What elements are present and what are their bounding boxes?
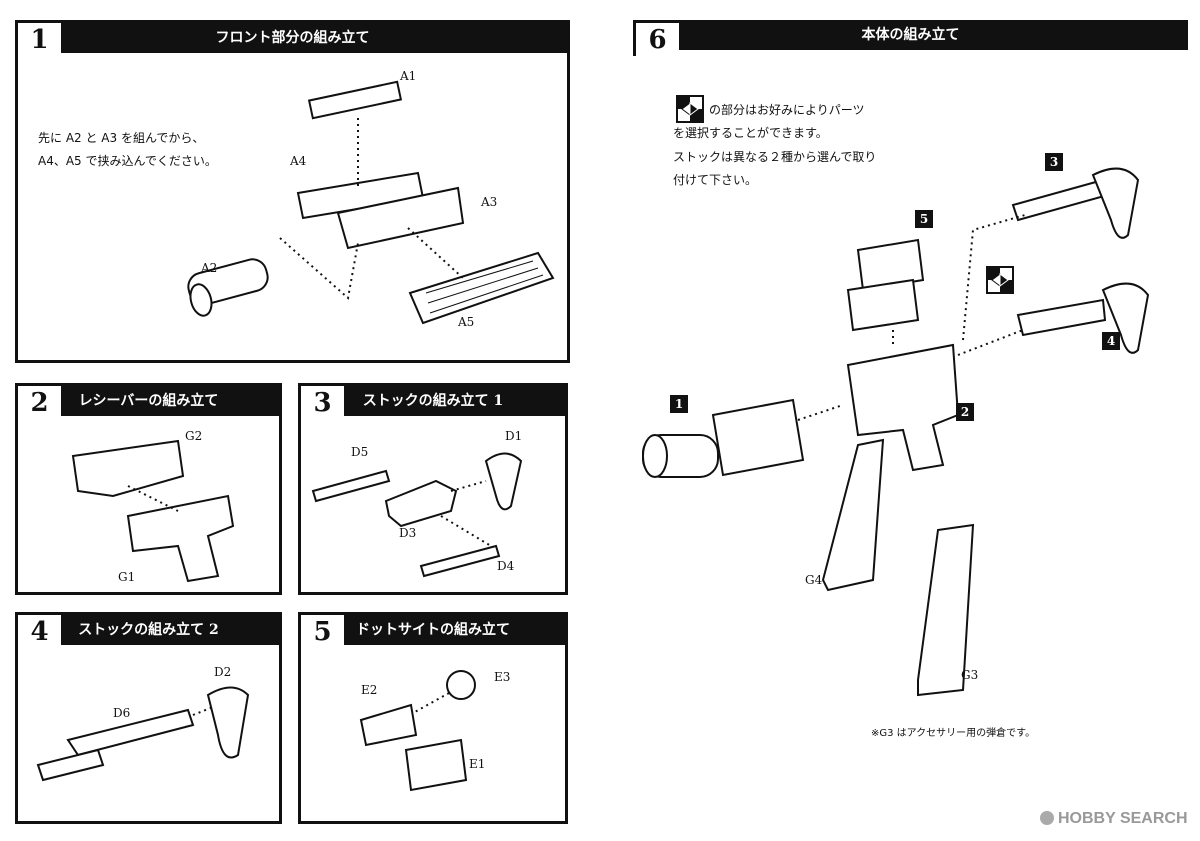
panel-front-assembly: フロント部分の組み立て 1 先に A2 と A3 を組んでから、 A4、A5 で… — [15, 20, 570, 363]
panel-title: フロント部分の組み立て — [18, 23, 567, 53]
body-assembly-diagram — [642, 167, 1150, 697]
step-number: 5 — [298, 612, 344, 648]
panel-title: 本体の組み立て — [633, 20, 1188, 50]
panel-title: ストックの組み立て 1 — [301, 386, 565, 416]
label-a1: A1 — [400, 69, 417, 83]
watermark-text: HOBBY SEARCH — [1058, 810, 1188, 827]
label-g2: G2 — [185, 429, 203, 443]
label-d4: D4 — [497, 559, 515, 573]
step-number: 2 — [15, 383, 61, 419]
label-g4: G4 — [805, 573, 823, 587]
receiver-parts-diagram — [71, 439, 235, 583]
label-e3: E3 — [494, 670, 511, 684]
panel-stock-assembly-2: ストックの組み立て 2 4 D2 D6 — [15, 612, 282, 824]
label-d5: D5 — [351, 445, 369, 459]
selection-note-3: ストックは異なる２種から選んで取り — [673, 150, 877, 164]
footnote: ※G3 はアクセサリー用の弾倉です。 — [871, 728, 1036, 739]
instruction-line-2: A4、A5 で挟み込んでください。 — [38, 154, 217, 168]
label-e1: E1 — [469, 757, 486, 771]
label-a4: A4 — [290, 154, 307, 168]
instruction-line-1: 先に A2 と A3 を組んでから、 — [38, 131, 205, 145]
panel-dot-sight-assembly: ドットサイトの組み立て 5 E3 E2 E1 — [298, 612, 568, 824]
selection-note-2: を選択することができます。 — [673, 126, 828, 140]
panel-title: ストックの組み立て 2 — [18, 615, 279, 645]
part-selection-icon — [986, 266, 1014, 294]
watermark: HOBBY SEARCH — [1040, 810, 1188, 828]
part-tag-5: 5 — [915, 210, 933, 228]
step-number: 1 — [15, 20, 61, 56]
label-d2: D2 — [214, 665, 232, 679]
step-number: 3 — [298, 383, 344, 419]
part-tag-2: 2 — [956, 403, 974, 421]
part-tag-4: 4 — [1102, 332, 1120, 350]
label-a2: A2 — [201, 261, 218, 275]
part-tag-1: 1 — [670, 395, 688, 413]
label-d1: D1 — [505, 429, 523, 443]
panel-title: ドットサイトの組み立て — [301, 615, 565, 645]
label-a5: A5 — [458, 315, 475, 329]
stock2-parts-diagram — [36, 686, 250, 782]
label-a3: A3 — [481, 195, 498, 209]
label-d3: D3 — [399, 526, 417, 540]
panel-stock-assembly-1: ストックの組み立て 1 3 D5 D1 D3 D4 — [298, 383, 568, 595]
selection-note-1: の部分はお好みによりパーツ — [709, 103, 865, 117]
step-number: 4 — [15, 612, 61, 648]
front-parts-diagram — [187, 80, 555, 325]
hobby-search-logo-icon — [1040, 811, 1054, 825]
label-e2: E2 — [361, 683, 378, 697]
part-tag-3: 3 — [1045, 153, 1063, 171]
panel-title: レシーバーの組み立て — [18, 386, 279, 416]
panel-receiver-assembly: レシーバーの組み立て 2 G2 G1 — [15, 383, 282, 595]
label-g1: G1 — [118, 570, 136, 584]
label-g3: G3 — [961, 668, 979, 682]
label-d6: D6 — [113, 706, 131, 720]
panel-body-assembly: 本体の組み立て 6 の部分はお好みによりパーツ を選択することができます。 スト… — [633, 20, 1188, 820]
dot-sight-parts-diagram — [359, 670, 476, 792]
stock1-parts-diagram — [311, 452, 523, 578]
selection-note-4: 付けて下さい。 — [673, 173, 758, 187]
step-number: 6 — [633, 20, 679, 56]
part-selection-icon — [676, 95, 704, 123]
